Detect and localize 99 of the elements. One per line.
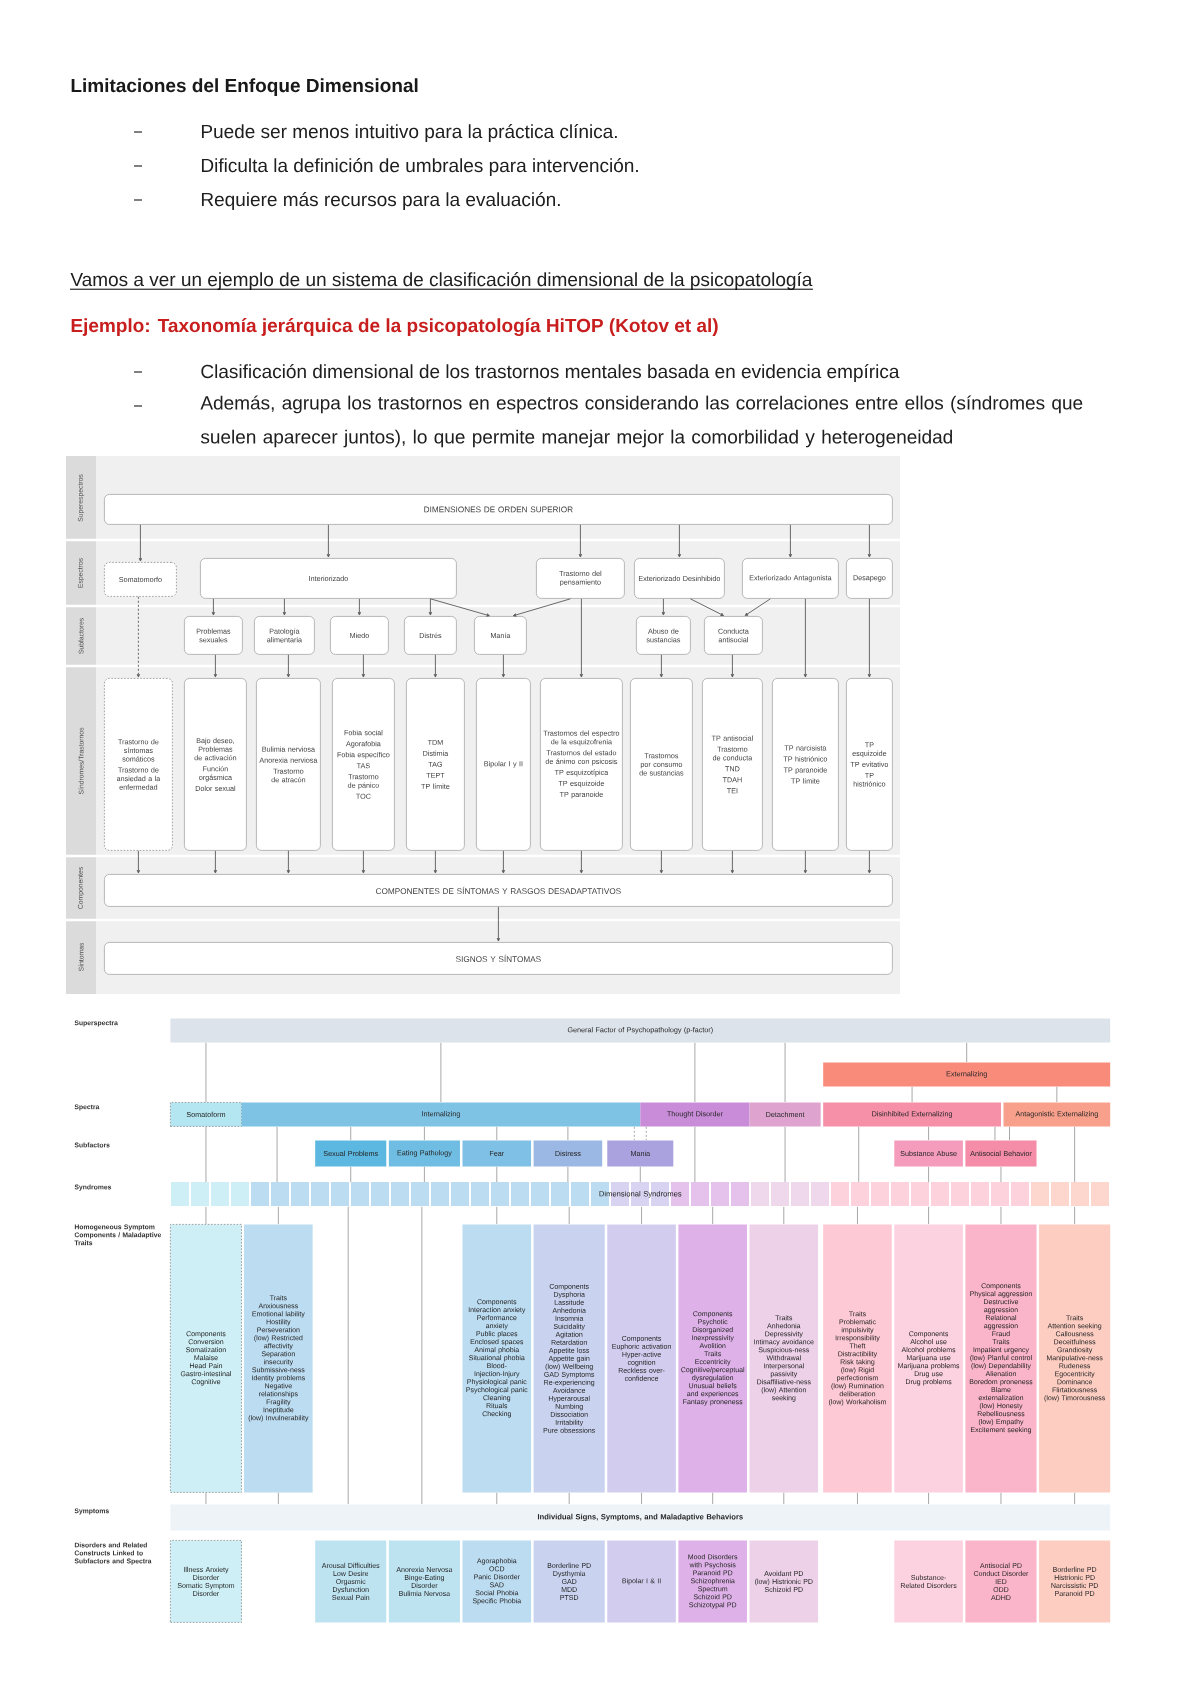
arrow	[677, 524, 682, 558]
arrow	[286, 654, 291, 678]
arrow	[361, 654, 366, 678]
heading: Limitaciones del Enfoque Dimensional	[71, 78, 418, 96]
connector-line	[784, 1126, 786, 1183]
arrow	[282, 598, 287, 616]
connector-line	[1009, 1126, 1010, 1141]
connector-line	[641, 1206, 642, 1225]
bullet-item: Clasificación dimensional de los trastornos mentales basada en evidencia empírica	[201, 364, 900, 382]
arrow	[213, 850, 218, 874]
connector-line	[347, 1206, 349, 1505]
connector-line	[277, 1492, 279, 1505]
arrow	[579, 850, 584, 874]
arrow	[433, 850, 438, 874]
connector-line	[205, 1042, 207, 1103]
arrow	[138, 524, 143, 562]
connector-line	[421, 1206, 423, 1505]
connector-line	[1074, 1492, 1076, 1505]
connector-line	[928, 1126, 930, 1141]
underlined-text: Vamos a ver un ejemplo de un sistema de clasificación dimensional de la psicopatología	[69, 272, 814, 290]
arrow	[326, 524, 331, 558]
connector-line	[641, 1492, 642, 1505]
connector-line	[276, 1126, 278, 1183]
arrow	[136, 850, 141, 874]
bullet-item: Además, agrupa los trastornos en espectros considerando las correlaciones entre ellos (síndromes que suelen aparecer juntos), lo que permite manejar mejor la comorbilidad y heterogeneidad	[200, 395, 1083, 448]
arrow	[788, 524, 793, 558]
arrow	[661, 598, 666, 616]
connector-line	[350, 1166, 352, 1183]
arrow	[361, 850, 366, 874]
arrow	[659, 850, 664, 874]
arrow	[496, 906, 501, 942]
connector-line	[496, 1126, 498, 1141]
arrow	[429, 598, 490, 617]
connector-line	[423, 1126, 425, 1141]
connector-line	[694, 1042, 696, 1103]
connector-line	[496, 1492, 498, 1505]
connector-line	[1000, 1206, 1002, 1225]
arrow	[689, 598, 724, 616]
connector-line	[857, 1206, 858, 1225]
connector-line	[1074, 1126, 1076, 1183]
arrow	[211, 598, 216, 616]
connector-line	[567, 1126, 569, 1141]
connector-line	[645, 1126, 647, 1141]
connector-line	[440, 1042, 442, 1103]
bullet-item: Dificulta la definición de umbrales para intervención.	[201, 158, 638, 176]
connector-line	[928, 1206, 930, 1225]
arrow	[867, 524, 872, 558]
connector-line	[205, 1492, 207, 1505]
connector-line	[1056, 1086, 1058, 1103]
arrow	[803, 850, 808, 874]
arrow	[501, 654, 506, 678]
connector-line	[783, 1206, 785, 1225]
connector-line	[858, 1126, 860, 1183]
connector-line	[712, 1206, 714, 1225]
connector-line	[928, 1492, 930, 1505]
connector-line	[277, 1206, 279, 1225]
arrow	[501, 850, 506, 874]
connector-line	[783, 1492, 785, 1505]
arrow	[136, 596, 141, 678]
connector-line	[712, 1492, 714, 1505]
arrow	[578, 524, 583, 558]
connector-line	[1000, 1166, 1002, 1183]
subheading: Ejemplo: Taxonomía jerárquica de la psicopatología HiTOP (Kotov et al)	[71, 318, 718, 337]
connector-line	[423, 1166, 425, 1183]
arrow	[730, 850, 735, 874]
connector-line	[911, 1086, 913, 1103]
connector-line	[496, 1206, 498, 1225]
arrow	[213, 654, 218, 678]
connector-line	[694, 1126, 696, 1183]
connector-line	[205, 1126, 207, 1183]
connector-line	[205, 1206, 207, 1225]
arrow	[357, 598, 362, 616]
connector-line	[639, 1166, 641, 1183]
connector-line	[350, 1126, 352, 1141]
connector-line	[994, 1126, 996, 1141]
bullet-item: Puede ser menos intuitivo para la práctica clínica.	[201, 124, 617, 142]
arrow	[867, 598, 872, 678]
connector-line	[568, 1206, 570, 1225]
connector-line	[1074, 1206, 1076, 1225]
connector-line	[784, 1042, 786, 1103]
arrow	[433, 654, 438, 678]
arrow	[744, 598, 771, 616]
arrow	[730, 654, 735, 678]
connector-line	[928, 1166, 930, 1183]
arrow	[428, 598, 433, 616]
arrow	[659, 654, 664, 678]
bullet-item: Requiere más recursos para la evaluación.	[201, 192, 560, 210]
connector-line	[568, 1492, 570, 1505]
connector-line	[633, 1126, 635, 1141]
arrow	[803, 598, 808, 678]
arrow	[867, 850, 872, 874]
connector-line	[567, 1166, 569, 1183]
connector-line	[966, 1042, 968, 1063]
connector-line	[857, 1492, 858, 1505]
connector-line	[496, 1166, 498, 1183]
arrow	[286, 850, 291, 874]
connector-line	[1000, 1492, 1002, 1505]
arrow	[579, 598, 584, 678]
arrow	[512, 598, 571, 617]
